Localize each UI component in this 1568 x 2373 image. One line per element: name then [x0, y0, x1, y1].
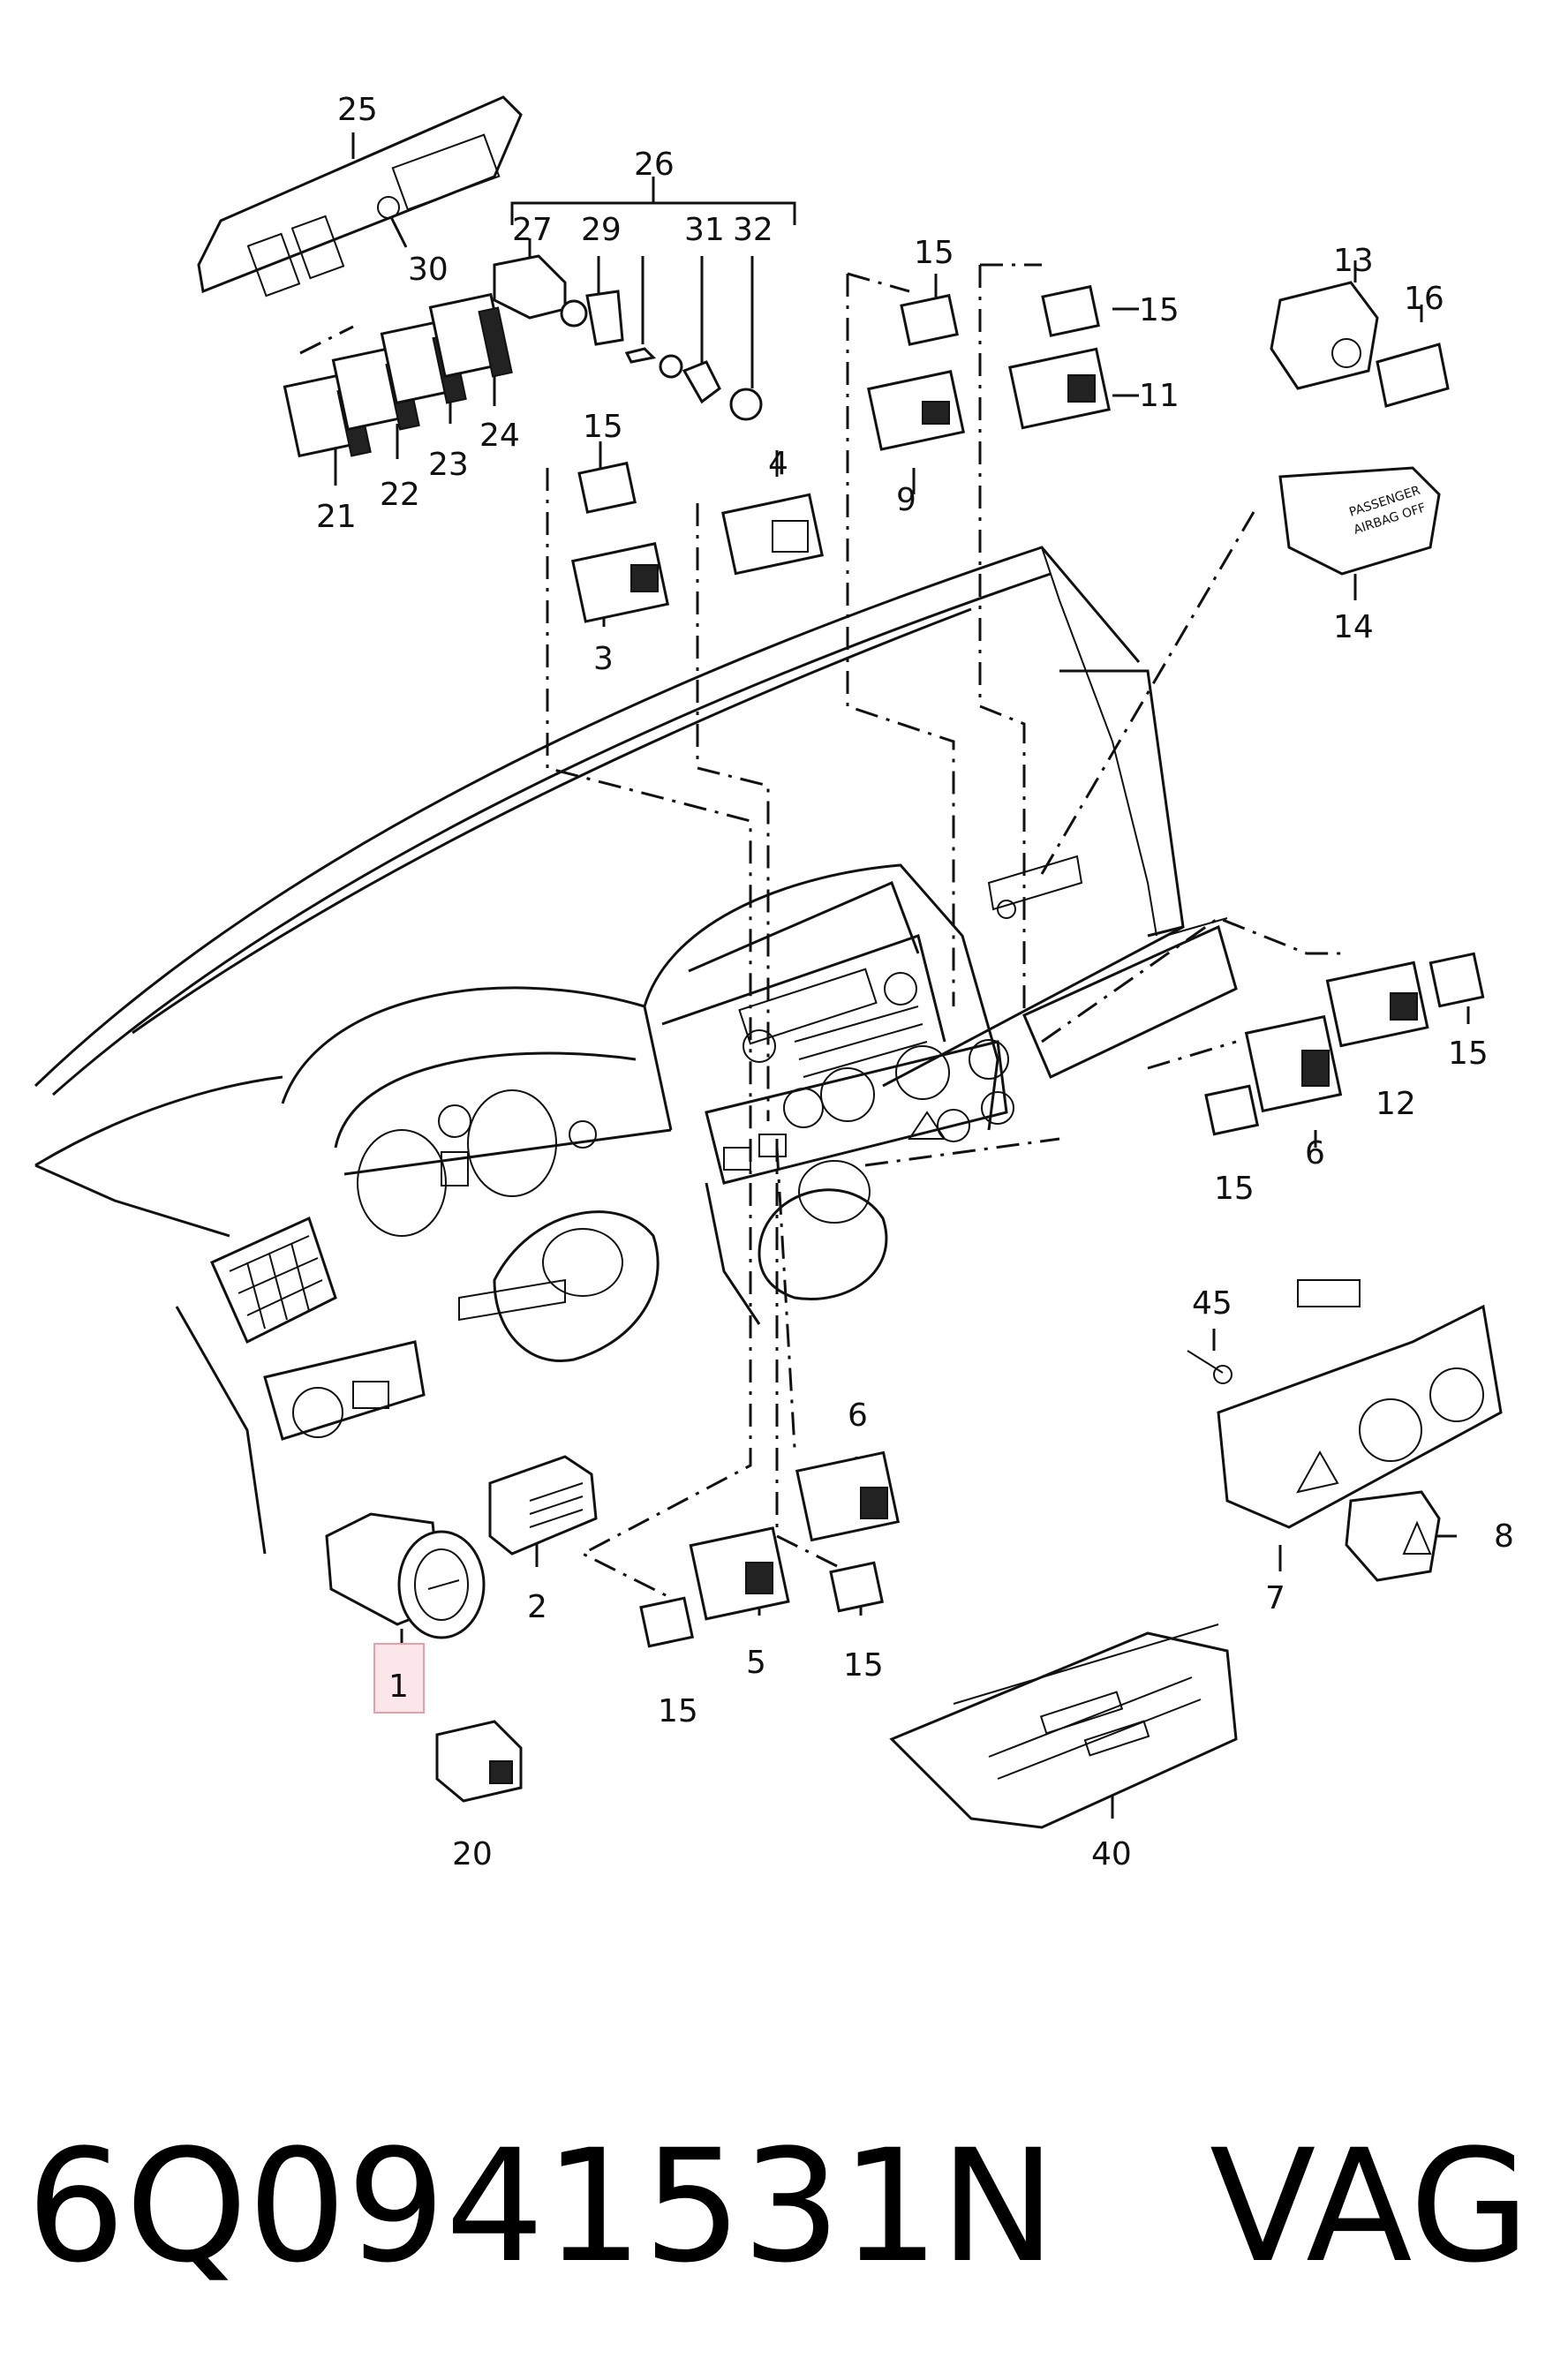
callout-15-e: 15 [1214, 1171, 1255, 1207]
callout-22: 22 [380, 477, 420, 513]
callout-15-c: 15 [1139, 292, 1180, 328]
part-21-24-switches [283, 292, 513, 458]
callout-8: 8 [1494, 1518, 1514, 1555]
callout-4: 4 [768, 446, 788, 482]
callout-5: 5 [746, 1645, 766, 1681]
callout-14: 14 [1333, 609, 1374, 645]
callout-40: 40 [1091, 1836, 1132, 1872]
brand-name: VAG [1210, 2116, 1530, 2297]
callout-11: 11 [1139, 378, 1180, 414]
part-3-4-9-11-switches [570, 347, 1111, 623]
callout-45: 45 [1192, 1285, 1233, 1322]
part-13-16-14: PASSENGER AIRBAG OFF [1270, 281, 1450, 576]
callout-25: 25 [337, 92, 378, 128]
part-footer: 6Q0941531N VAG [26, 2119, 1545, 2295]
callout-7: 7 [1265, 1580, 1285, 1616]
callout-3: 3 [593, 641, 614, 677]
callout-16: 16 [1404, 281, 1444, 317]
callout-15-f: 15 [658, 1693, 698, 1729]
callout-9: 9 [896, 482, 916, 518]
highlight-box [373, 1643, 425, 1714]
part-6-12-right-switches [1244, 960, 1429, 1113]
callout-15-d: 15 [1448, 1036, 1489, 1072]
part-7-climate-control [1217, 1279, 1503, 1529]
callout-6-a: 6 [1305, 1135, 1325, 1171]
part-number: 6Q0941531N [26, 2116, 1056, 2297]
part-2-switch [488, 1455, 598, 1556]
callout-29: 29 [581, 212, 622, 248]
part-1-headlight-switch [325, 1512, 486, 1639]
callout-labels: 25 26 27 29 31 32 30 21 22 23 24 15 4 3 … [316, 92, 1514, 1872]
part-15-blanks [577, 284, 1485, 1648]
callout-30: 30 [408, 252, 449, 288]
callout-15-a: 15 [583, 409, 623, 445]
part-40-climatronic [889, 1623, 1238, 1829]
part-20-switch [435, 1720, 523, 1803]
callout-1: 1 [388, 1669, 409, 1705]
part-45-screw [1187, 1350, 1233, 1384]
part-8-hazard-switch [1345, 1490, 1441, 1582]
callout-6-b: 6 [848, 1397, 868, 1434]
part-26-ignition-switch [493, 254, 763, 421]
part-6-5-lower-switches [689, 1450, 901, 1621]
callout-27: 27 [512, 212, 553, 248]
callout-23: 23 [428, 447, 469, 483]
callout-32: 32 [733, 212, 773, 248]
callout-24: 24 [479, 418, 520, 454]
dashboard-outline [34, 546, 1238, 1555]
callout-2: 2 [527, 1589, 547, 1625]
callout-13: 13 [1333, 243, 1374, 279]
callout-12: 12 [1376, 1086, 1416, 1122]
callout-26: 26 [634, 147, 675, 183]
callout-31: 31 [684, 212, 725, 248]
callout-21: 21 [316, 499, 357, 535]
callout-15-g: 15 [843, 1647, 884, 1684]
callout-20: 20 [452, 1836, 493, 1872]
part-25-trim-panel [197, 95, 523, 298]
callout-15-b: 15 [914, 235, 954, 271]
